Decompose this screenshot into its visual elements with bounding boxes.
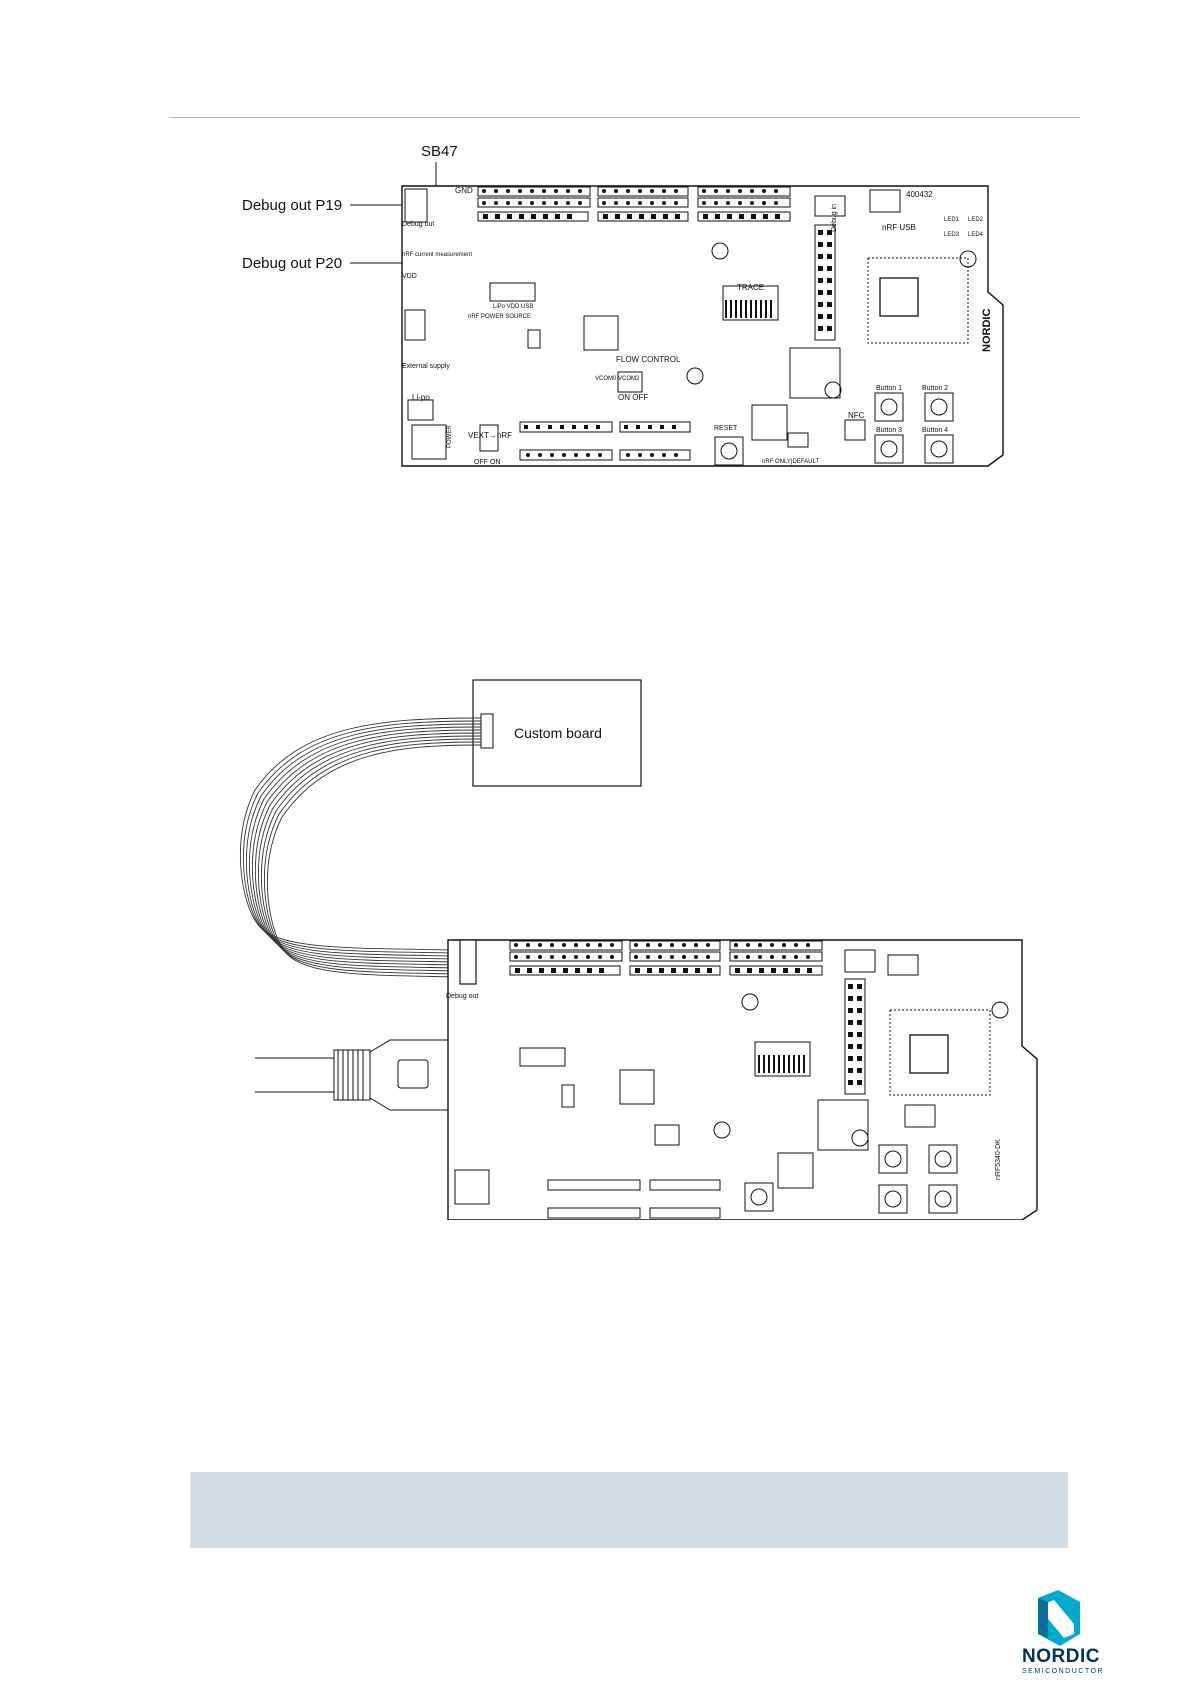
board-on-off-label: ON OFF bbox=[618, 393, 648, 402]
board-reset-label: RESET bbox=[714, 425, 738, 432]
board-vdd-usb-label: LiPo VDD USB bbox=[493, 304, 533, 310]
debug-out-label: Debug out bbox=[446, 993, 478, 1000]
board-flow-control-label: FLOW CONTROL bbox=[616, 355, 681, 364]
board-button4-label: Button 4 bbox=[922, 427, 948, 434]
board-gnd-label: GND bbox=[455, 186, 473, 195]
board-li-po-label: Li-po bbox=[412, 393, 430, 402]
callout-debug-out-p19: Debug out P19 bbox=[242, 197, 343, 214]
figure2-connection-drawing: Custom board Debug out bbox=[239, 679, 1038, 1220]
board-nrf-only-label: nRF ONLY|DEFAULT bbox=[762, 459, 819, 465]
debug-out-connector bbox=[459, 939, 477, 985]
logo-word: NORDIC bbox=[1022, 1646, 1100, 1667]
board-debug-in-label: Debug in bbox=[831, 204, 838, 232]
board-vdd-label: VDD bbox=[402, 273, 417, 280]
callout-sb47: SB47 bbox=[421, 143, 458, 160]
board-off-on-label: OFF ON bbox=[474, 459, 500, 466]
nordic-logo-mark-icon bbox=[1038, 1590, 1080, 1646]
board-nfc-label: NFC bbox=[848, 411, 865, 420]
dev-board-outline bbox=[447, 939, 1038, 1220]
nordic-logo: NORDIC SEMICONDUCTOR bbox=[1000, 1590, 1102, 1680]
board-button2-label: Button 2 bbox=[922, 385, 948, 392]
board-trace-label: TRACE bbox=[737, 283, 764, 292]
logo-sub: SEMICONDUCTOR bbox=[1022, 1668, 1104, 1675]
board-debug-out-label: Debug out bbox=[402, 221, 434, 228]
board-vcom-label: VCOM0 VCOM2 bbox=[595, 376, 640, 382]
board-button1-label: Button 1 bbox=[876, 385, 902, 392]
board-nrf-usb-label: nRF USB bbox=[882, 223, 916, 232]
board-id: 400432 bbox=[906, 190, 933, 199]
board-vext-label: VEXT→nRF bbox=[468, 431, 512, 440]
callout-debug-out-p20: Debug out P20 bbox=[242, 255, 343, 272]
board-nrf-current-label: nRF current measurement bbox=[402, 252, 472, 258]
header-rule bbox=[170, 117, 1080, 118]
board-nordic-label: NORDIC bbox=[981, 309, 993, 352]
custom-board-label: Custom board bbox=[514, 725, 602, 741]
figure1-board-drawing: 400432 GND nRF USB TRACE FLOW CONTROL VC… bbox=[350, 162, 1004, 467]
dev-board-name-label: nRF5340-DK bbox=[995, 1139, 1002, 1180]
board-button3-label: Button 3 bbox=[876, 427, 902, 434]
board-led2-label: LED2 bbox=[968, 217, 984, 223]
board-led3-label: LED3 bbox=[944, 232, 960, 238]
board-led4-label: LED4 bbox=[968, 232, 984, 238]
board-external-supply-label: External supply bbox=[402, 363, 450, 370]
board-led1-label: LED1 bbox=[944, 217, 960, 223]
custom-board-rect bbox=[472, 679, 642, 787]
board-power-source-label: nRF POWER SOURCE bbox=[468, 314, 531, 320]
board-power-label: POWER bbox=[447, 425, 453, 448]
note-box bbox=[190, 1472, 1068, 1548]
